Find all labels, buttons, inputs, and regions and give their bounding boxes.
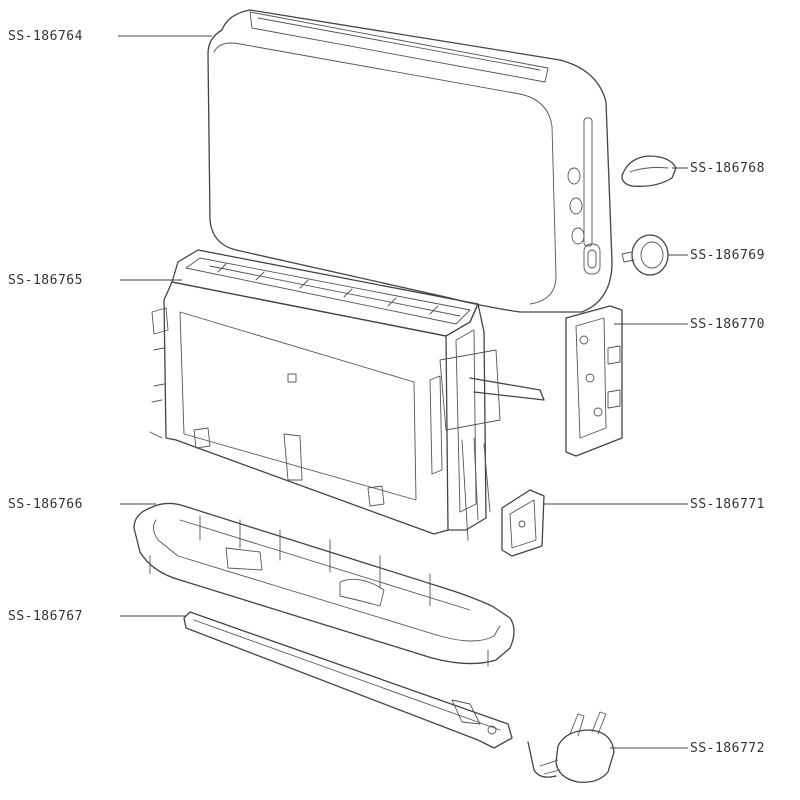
cancel-knob <box>621 155 677 187</box>
part-labels: SS-186764 SS-186765 SS-186766 SS-186767 … <box>8 29 765 756</box>
label-ss-186765: SS-186765 <box>8 273 83 288</box>
inner-chassis <box>149 249 545 541</box>
label-ss-186771: SS-186771 <box>690 497 765 512</box>
leader-lines <box>118 35 688 749</box>
power-plug <box>527 711 615 783</box>
browning-dial <box>621 234 669 276</box>
control-board <box>565 305 623 457</box>
label-ss-186764: SS-186764 <box>8 29 83 44</box>
switch-module <box>501 489 545 557</box>
label-ss-186768: SS-186768 <box>690 161 765 176</box>
label-ss-186772: SS-186772 <box>690 741 765 756</box>
housing-shell <box>207 9 613 313</box>
base-tray <box>133 502 515 667</box>
label-ss-186769: SS-186769 <box>690 248 765 263</box>
label-ss-186766: SS-186766 <box>8 497 83 512</box>
crumb-tray-bar <box>183 611 513 749</box>
label-ss-186770: SS-186770 <box>690 317 765 332</box>
label-ss-186767: SS-186767 <box>8 609 83 624</box>
